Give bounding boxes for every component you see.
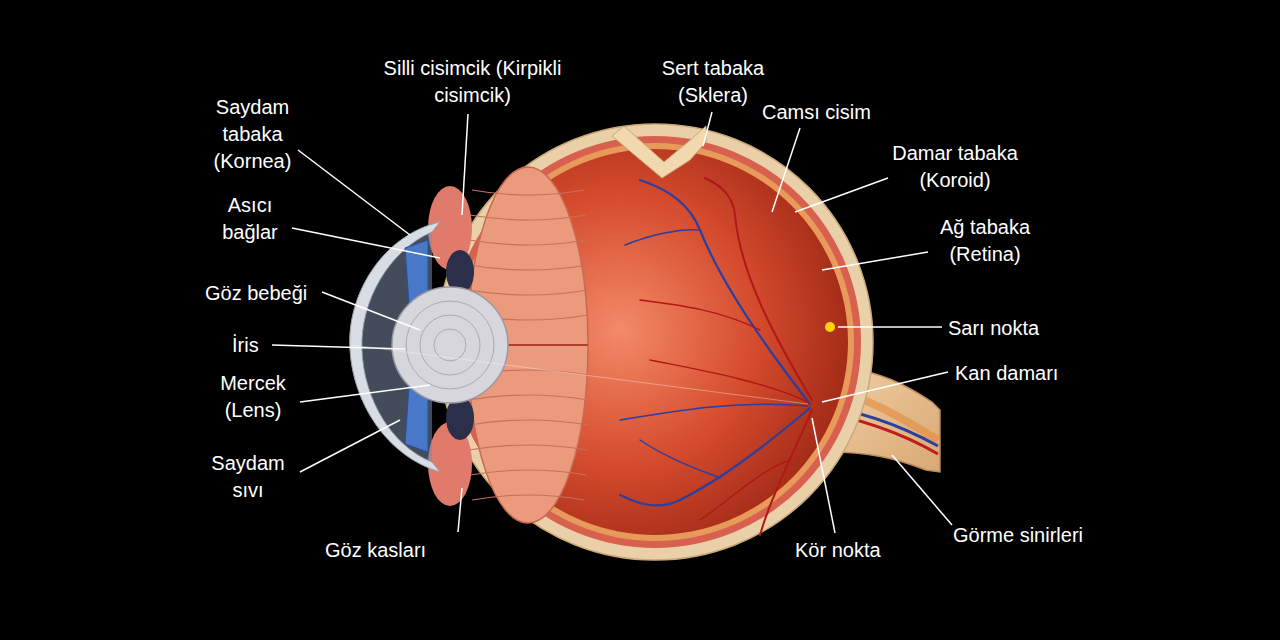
- blood-vessels: [640, 300, 760, 330]
- blood-vessels: [760, 410, 812, 535]
- leader-line: [272, 345, 405, 349]
- sclera-cutaway: [612, 126, 706, 178]
- part-label: Kan damarı: [955, 360, 1058, 387]
- part-label: Görme sinirleri: [953, 522, 1083, 549]
- blood-vessels: [650, 360, 808, 402]
- leader-line: [462, 114, 468, 215]
- blood-vessels: [640, 180, 810, 404]
- blood-vessels: [620, 408, 810, 505]
- leader-line: [822, 252, 928, 270]
- part-label: Camsı cisim: [762, 99, 871, 126]
- part-label: Göz bebeği: [205, 280, 307, 307]
- sclera-cutaway: [612, 126, 706, 178]
- leader-line: [703, 112, 712, 146]
- leader-line: [300, 420, 400, 472]
- leader-line: [298, 150, 410, 235]
- leader-line: [322, 292, 420, 330]
- leader-line: [292, 228, 440, 258]
- part-label: Mercek (Lens): [208, 370, 298, 424]
- blood-vessels: [700, 460, 790, 520]
- eyeball: [456, 143, 854, 541]
- leader-line: [772, 128, 800, 212]
- lens: [406, 301, 494, 389]
- macula-dot: [825, 322, 835, 332]
- leader-line: [812, 418, 835, 533]
- optical-axis: [352, 345, 808, 404]
- eyeball: [462, 149, 848, 535]
- lens: [392, 287, 508, 403]
- leader-line: [795, 178, 888, 212]
- part-label: Asıcı bağlar: [210, 192, 290, 246]
- leader-line: [458, 488, 462, 532]
- leader-line: [272, 112, 952, 533]
- part-label: Sert tabaka (Sklera): [653, 55, 773, 109]
- lens: [392, 287, 508, 403]
- blood-vessels: [640, 440, 720, 478]
- part-label: Saydam tabaka (Kornea): [205, 94, 300, 175]
- blood-vessels: [620, 404, 808, 420]
- eyeball: [449, 136, 861, 548]
- blood-vessels: [620, 178, 812, 535]
- part-label: Ağ tabaka (Retina): [930, 214, 1040, 268]
- part-label: Saydam sıvı: [203, 450, 293, 504]
- part-label: Silli cisimcik (Kirpikli cisimcik): [375, 55, 570, 109]
- leader-line: [838, 326, 942, 328]
- macula-dot: [825, 322, 835, 332]
- leader-line: [892, 455, 952, 525]
- lens: [420, 315, 480, 375]
- leader-line: [822, 372, 948, 402]
- part-label: Sarı nokta: [948, 315, 1039, 342]
- part-label: İris: [232, 332, 259, 359]
- blood-vessels: [625, 230, 700, 245]
- part-label: Damar tabaka (Koroid): [885, 140, 1025, 194]
- optical-axis: [352, 345, 808, 404]
- part-label: Kör nokta: [795, 537, 881, 564]
- part-label: Göz kasları: [325, 537, 426, 564]
- leader-line: [300, 385, 430, 402]
